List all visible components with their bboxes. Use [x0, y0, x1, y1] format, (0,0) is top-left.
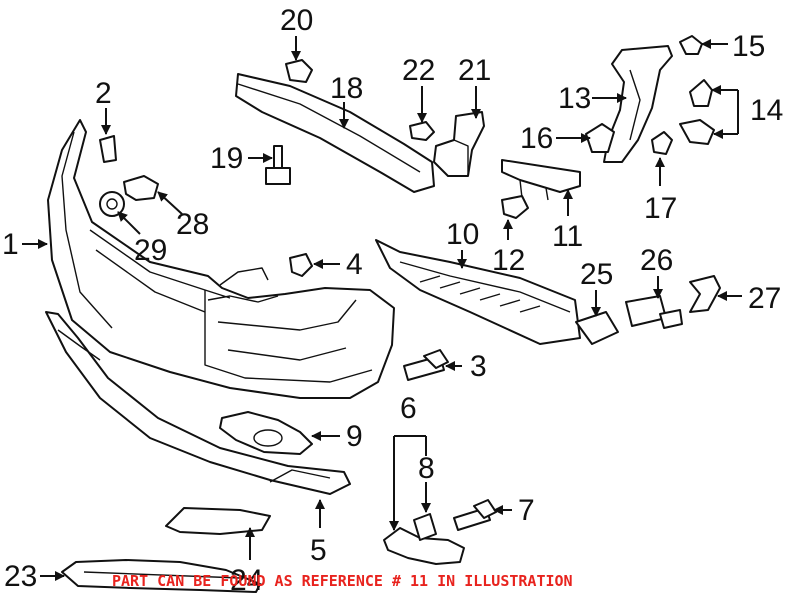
- callout-29: 29: [134, 234, 167, 267]
- callout-17: 17: [644, 192, 677, 225]
- callout-2: 2: [95, 77, 112, 110]
- center-bracket: [501, 159, 581, 201]
- pad-25: [575, 311, 619, 345]
- callout-10: 10: [446, 218, 479, 251]
- callout-22: 22: [402, 54, 435, 87]
- nut-15: [679, 35, 703, 55]
- callout-26: 26: [640, 244, 673, 277]
- trim-6: [383, 527, 465, 565]
- callout-27: 27: [748, 282, 781, 315]
- callout-11: 11: [552, 220, 583, 253]
- bolt-7: [453, 499, 497, 531]
- bolt-22: [409, 121, 435, 141]
- lower-spoiler: [45, 311, 351, 495]
- bracket-27: [689, 275, 721, 313]
- callout-25: 25: [580, 258, 613, 291]
- callout-14: 14: [750, 94, 783, 127]
- callout-7: 7: [518, 494, 535, 527]
- leader-lines: [22, 36, 742, 581]
- bolt-12: [501, 195, 529, 219]
- callout-20: 20: [280, 4, 313, 37]
- callout-13: 13: [558, 82, 591, 115]
- sensor-28: [123, 175, 159, 201]
- clip-17: [651, 131, 673, 155]
- nut-20: [285, 59, 313, 83]
- bumper-cover: [47, 119, 395, 399]
- callout-21: 21: [458, 54, 491, 87]
- module-26: [625, 295, 683, 329]
- clip-4: [289, 253, 313, 277]
- callout-3: 3: [470, 350, 487, 383]
- callout-6: 6: [400, 392, 417, 425]
- bracket-21: [433, 111, 485, 177]
- callout-15: 15: [732, 30, 765, 63]
- tow-hook-cover: [219, 411, 313, 455]
- callout-1: 1: [2, 228, 19, 261]
- bolts-14: [679, 79, 715, 145]
- bolt-3: [403, 349, 449, 381]
- reference-caption: PART CAN BE FOUND AS REFERENCE # 11 IN I…: [112, 572, 573, 590]
- clip-2: [99, 135, 117, 163]
- fog-trim-24: [165, 507, 271, 535]
- callout-5: 5: [310, 534, 327, 567]
- clip-16: [585, 123, 615, 153]
- callout-4: 4: [346, 248, 363, 281]
- callout-12: 12: [492, 244, 525, 277]
- stud-19: [265, 145, 291, 185]
- callout-24: 24: [230, 564, 263, 597]
- side-bracket: [603, 45, 673, 163]
- callout-23: 23: [4, 560, 37, 593]
- callout-16: 16: [520, 122, 553, 155]
- grille-23: [61, 559, 261, 593]
- impact-bar: [235, 73, 435, 193]
- callout-9: 9: [346, 420, 363, 453]
- energy-absorber: [375, 239, 581, 345]
- callout-18: 18: [330, 72, 363, 105]
- callout-19: 19: [210, 142, 243, 175]
- callout-8: 8: [418, 452, 435, 485]
- callout-28: 28: [176, 208, 209, 241]
- callout-labels: 1 2 3 4 5 6 7 8 9 10 11 12 13 14 15 16 1…: [2, 4, 783, 597]
- sensor-29: [99, 191, 125, 217]
- clip-8: [413, 513, 437, 541]
